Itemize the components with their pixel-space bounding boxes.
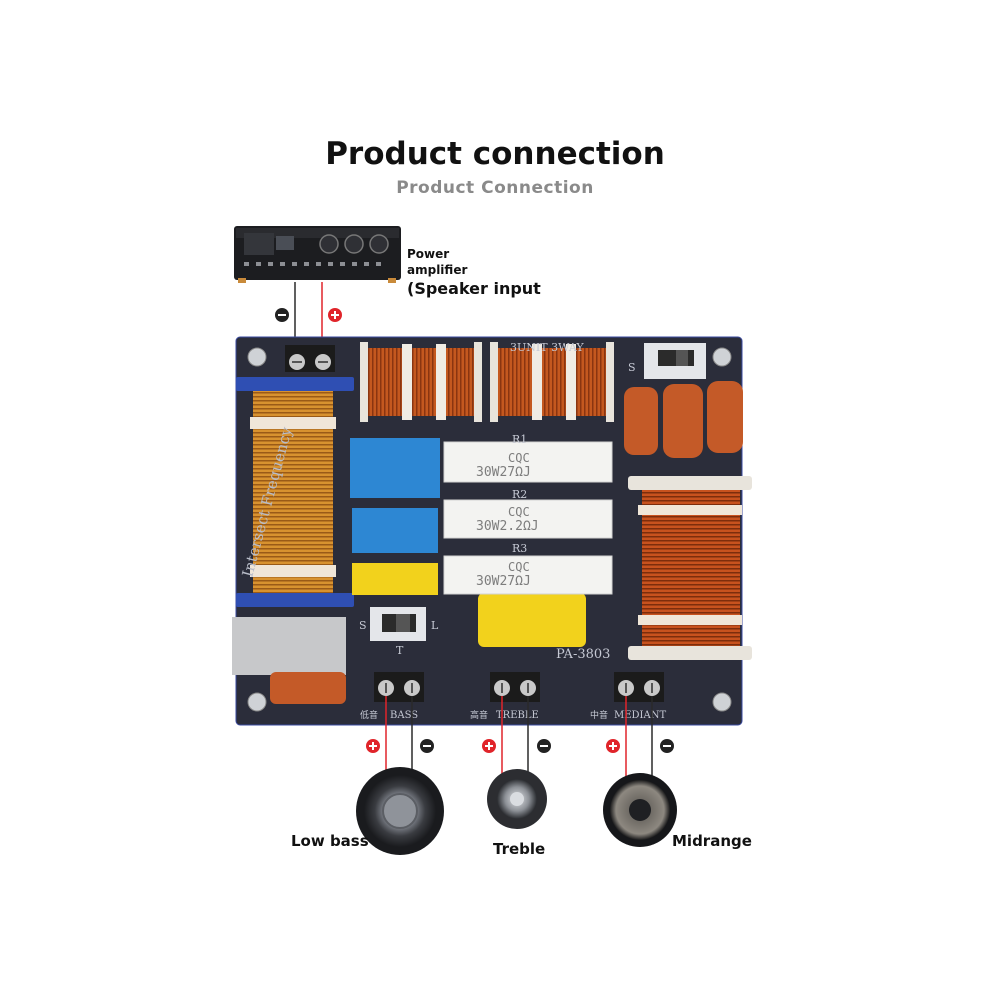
amplifier-label-line3: (Speaker input	[407, 279, 541, 298]
treble-speaker	[487, 769, 547, 829]
resistor-r2-ref: R2	[512, 488, 527, 501]
mid-negative-icon	[660, 739, 674, 753]
amp-negative-icon	[275, 308, 289, 322]
amp-positive-icon	[328, 308, 342, 322]
speaker-label-low-bass: Low bass	[291, 832, 369, 850]
terminal-bass-en: BASS	[390, 710, 418, 721]
resistor-r1: R1 CQC 30W27ΩJ	[443, 433, 613, 483]
input-terminal	[285, 345, 335, 372]
switch-left-label-s: S	[359, 619, 367, 632]
switch-left	[370, 607, 426, 641]
terminal-treble-en: TREBLE	[496, 710, 539, 721]
terminal-mediant-cn: 中音	[590, 709, 608, 721]
speaker-label-midrange: Midrange	[672, 832, 752, 850]
capacitor-grey	[232, 617, 346, 675]
resistor-r1-ref: R1	[512, 433, 527, 446]
capacitor-blue-1	[350, 438, 440, 498]
capacitor-red	[270, 672, 346, 704]
power-amplifier	[234, 226, 401, 283]
inductor-left	[236, 377, 354, 607]
treble-negative-icon	[537, 739, 551, 753]
bass-negative-icon	[420, 739, 434, 753]
resistor-r2: R2 CQC 30W2.2ΩJ	[443, 488, 613, 539]
crossover-board: Intersect Frequency 3UNIT 3WAY S	[232, 336, 752, 726]
switch-right-label: S	[628, 361, 636, 374]
treble-positive-icon	[482, 739, 496, 753]
top-silkscreen: 3UNIT 3WAY	[510, 341, 584, 354]
terminal-mediant-en: MEDIANT	[614, 710, 666, 721]
page-title: Product connection	[325, 136, 665, 172]
switch-left-label-t: T	[396, 644, 404, 657]
resistor-r3-marking: CQC	[508, 560, 530, 574]
switch-left-label-l: L	[431, 619, 439, 632]
amplifier-label-line2: amplifier	[407, 263, 468, 277]
resistor-r3: R3 CQC 30W27ΩJ	[443, 542, 613, 595]
speaker-label-treble: Treble	[493, 840, 546, 858]
resistor-r2-value: 30W2.2ΩJ	[476, 519, 539, 534]
terminal-treble	[490, 672, 540, 702]
capacitor-yellow-large	[478, 593, 586, 647]
resistor-r1-marking: CQC	[508, 451, 530, 465]
page-subtitle: Product Connection	[396, 178, 594, 198]
resistor-r3-ref: R3	[512, 542, 527, 555]
capacitor-blue-2	[352, 508, 438, 553]
amplifier-label-line1: Power	[407, 247, 450, 261]
capacitor-group-orange	[624, 381, 743, 458]
capacitor-yellow-small	[352, 563, 438, 595]
terminal-bass-cn: 低音	[360, 709, 378, 721]
bass-positive-icon	[366, 739, 380, 753]
inductor-top-2	[490, 342, 614, 422]
switch-right	[644, 343, 706, 379]
inductor-top-1	[360, 342, 482, 422]
terminal-bass	[374, 672, 424, 702]
model-number: PA-3803	[556, 647, 610, 662]
inductor-right	[628, 476, 752, 660]
terminal-mediant	[614, 672, 664, 702]
mid-positive-icon	[606, 739, 620, 753]
resistor-r1-value: 30W27ΩJ	[476, 465, 531, 480]
resistor-r3-value: 30W27ΩJ	[476, 574, 531, 589]
low-bass-speaker	[356, 767, 444, 855]
midrange-speaker	[603, 773, 677, 847]
resistor-r2-marking: CQC	[508, 505, 530, 519]
terminal-treble-cn: 高音	[470, 709, 488, 721]
